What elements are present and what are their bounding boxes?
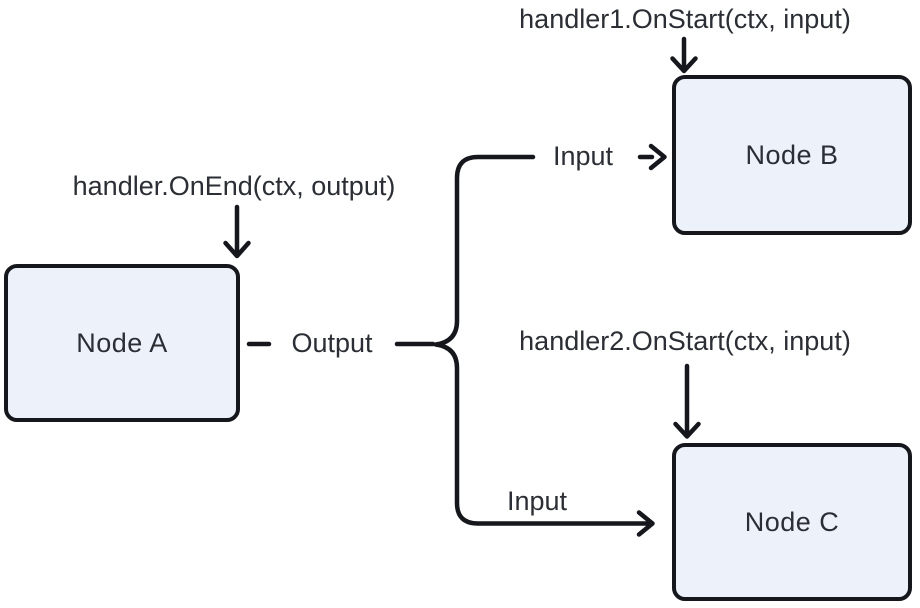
arrow-onstart2-to-node-c [673,363,701,439]
node-b-label: Node B [745,139,839,170]
edge-label-output: Output [291,328,373,358]
node-c-label: Node C [744,506,840,537]
edge-label-input-bottom: Input [506,486,568,516]
node-b: Node B [672,75,912,235]
annotation-handler1-onstart: handler1.OnStart(ctx, input) [519,4,851,34]
edge-label-input-top: Input [552,141,614,171]
arrow-onstart1-to-node-b [670,36,698,74]
annotation-handler2-onstart: handler2.OnStart(ctx, input) [519,326,851,356]
node-a: Node A [4,264,240,422]
annotation-handler-onend: handler.OnEnd(ctx, output) [72,171,396,201]
node-a-label: Node A [76,327,168,358]
fork-split [433,154,655,537]
arrow-input-to-node-b [637,143,667,171]
arrow-onend-to-node-a [223,204,251,259]
node-c: Node C [672,443,912,601]
